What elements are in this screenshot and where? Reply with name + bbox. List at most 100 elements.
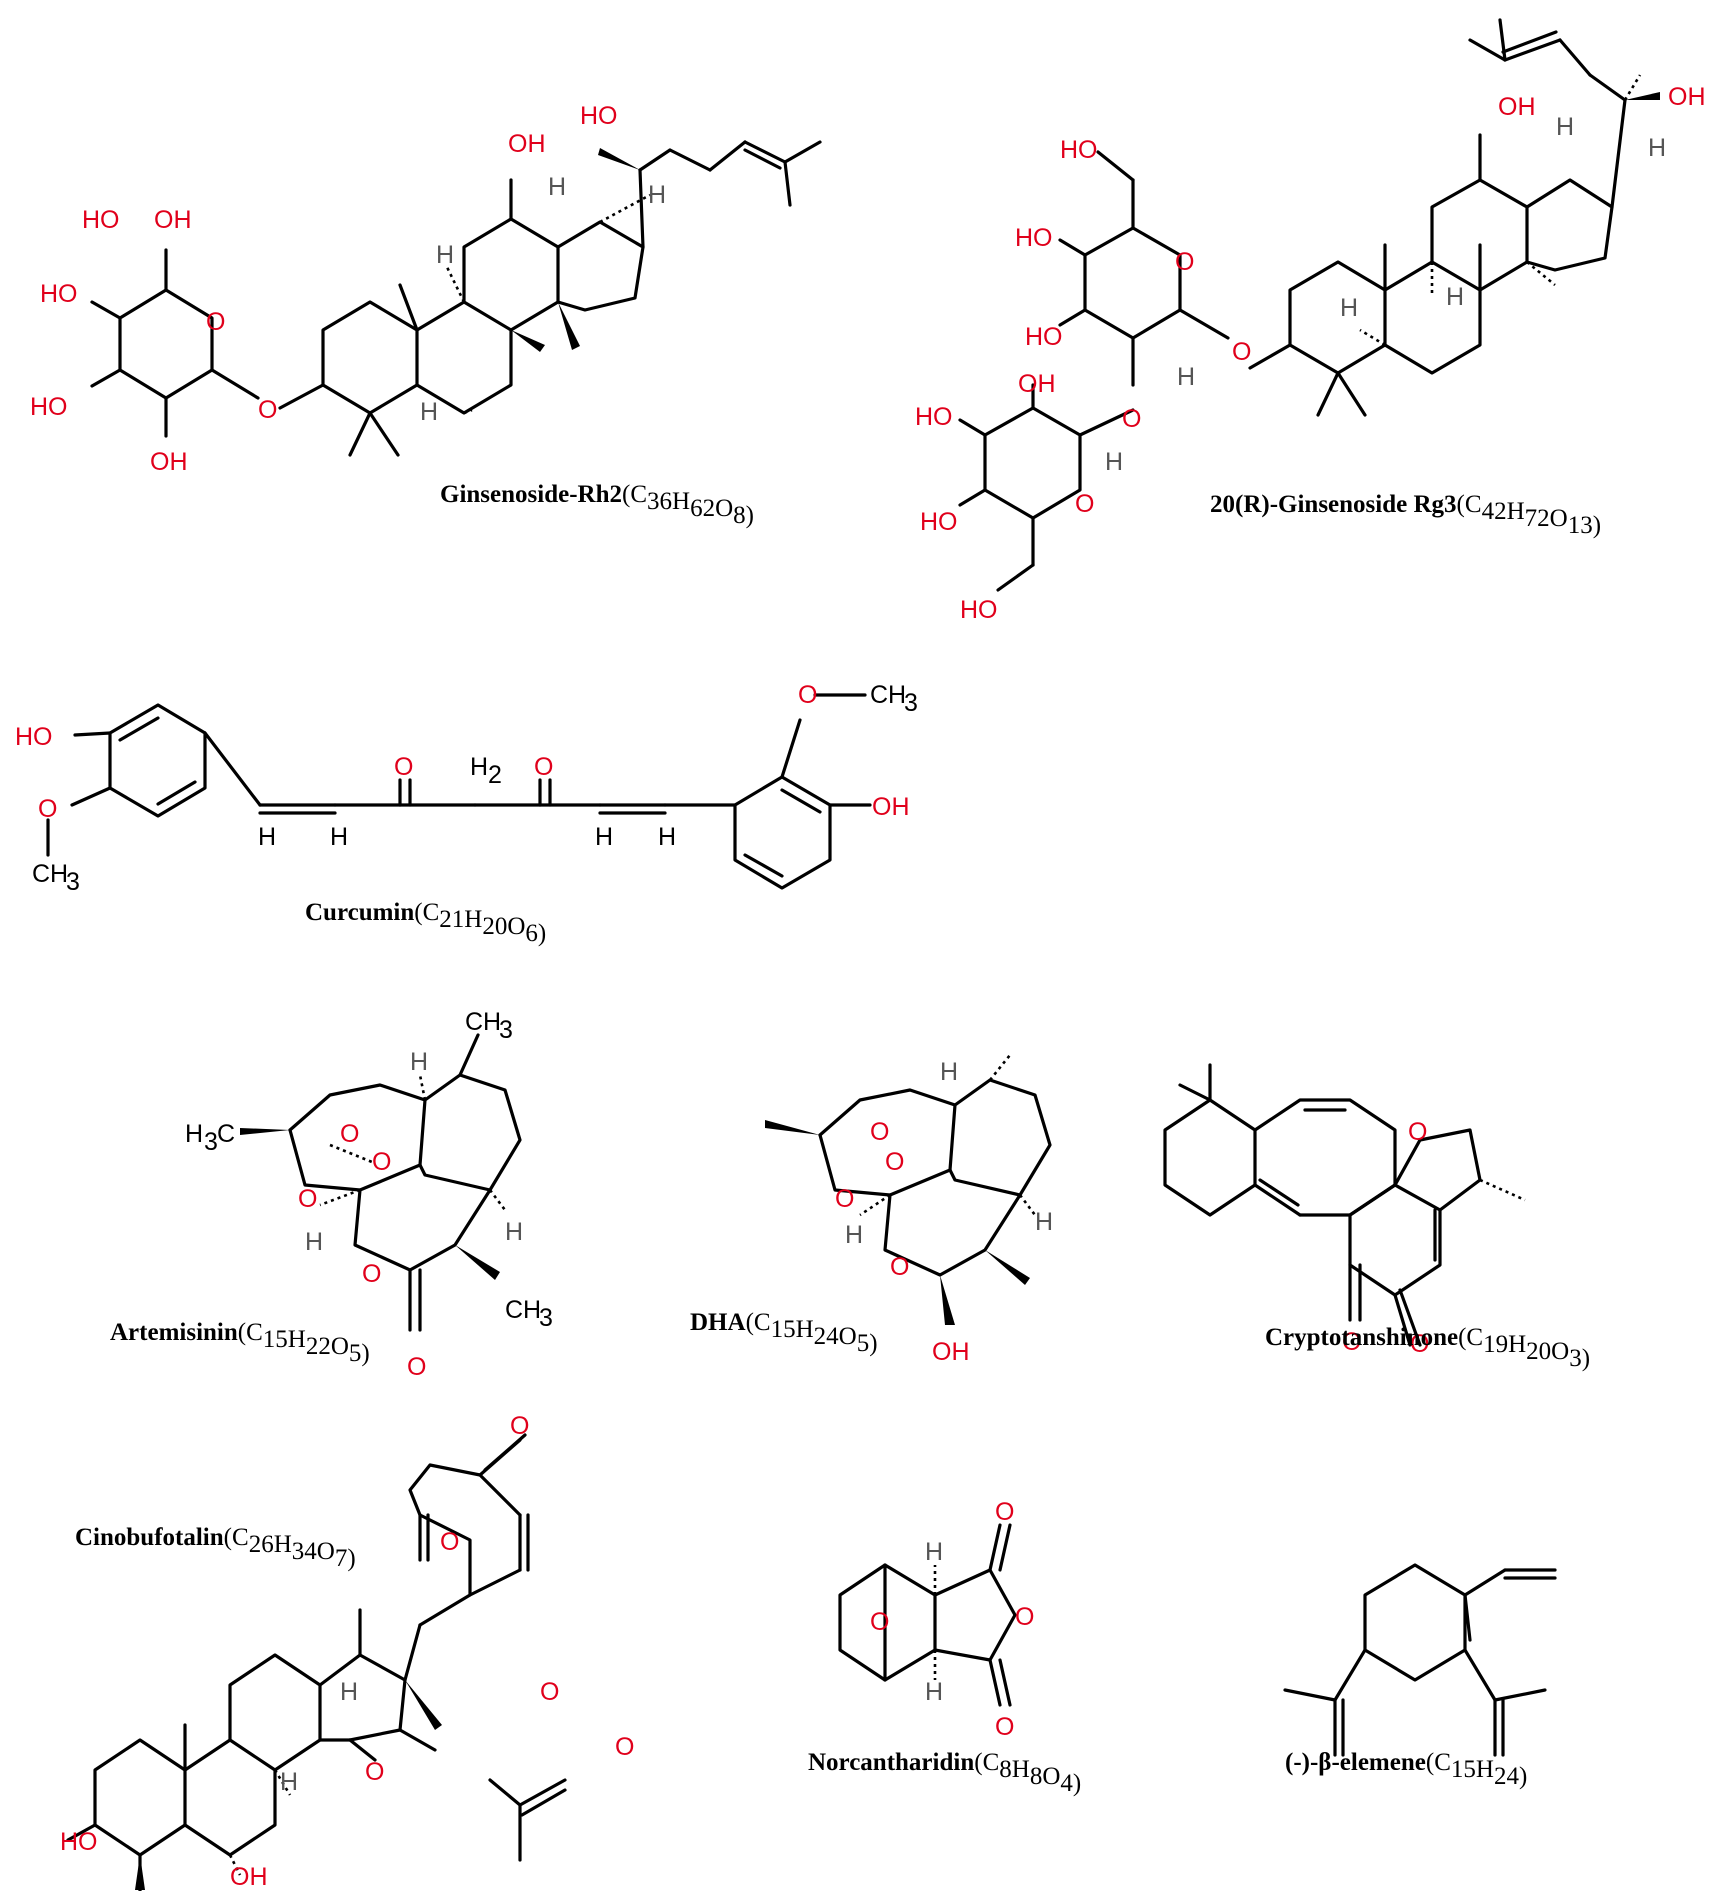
rg3-ho3-label: HO	[1025, 323, 1063, 351]
rh2-h4-label: H	[420, 398, 438, 426]
norc-formula-part: O	[1042, 1763, 1060, 1790]
artemisinin-structure	[240, 1033, 522, 1332]
curc-h2-label: H	[470, 753, 488, 781]
norcantharidin-structure	[838, 1523, 1017, 1707]
elem-formula-part: 24	[1494, 1763, 1520, 1790]
curcumin-structure	[46, 693, 872, 890]
norc-o4-label: O	[995, 1713, 1014, 1741]
cryp-formula-part: O	[1551, 1338, 1569, 1365]
dha-formula-part: H	[796, 1316, 814, 1343]
curc-oh-label: OH	[872, 793, 910, 821]
cino-formula-part: H	[274, 1531, 292, 1558]
rh2-formula-part: O	[715, 495, 733, 522]
art-h3-label: H	[505, 1218, 523, 1246]
rg3-ho5-label: HO	[920, 508, 958, 536]
rg3-ho-label: HO	[1060, 136, 1098, 164]
cryptotanshinone-structure	[1163, 1063, 1526, 1347]
art-h3c-c: C	[217, 1120, 235, 1148]
curc-formula-part: 6	[525, 920, 538, 947]
rg3-ring-o2-label: O	[1075, 490, 1094, 518]
rg3-ho2-label: HO	[1015, 224, 1053, 252]
cino-o2-label: O	[510, 1412, 529, 1440]
curc-h-d: H	[658, 823, 676, 851]
art-h2-label: H	[305, 1228, 323, 1256]
cryp-name-label: Cryptotanshinone(C19H20O3)	[1265, 1324, 1590, 1372]
art-ch3b-label: CH	[505, 1296, 541, 1324]
norc-formula-part: C	[983, 1749, 1000, 1776]
dha-o3-label: O	[835, 1185, 854, 1213]
cino-h2-label: H	[280, 1768, 298, 1796]
rh2-name-label: Ginsenoside-Rh2(C36H62O8)	[440, 481, 754, 529]
dha-formula-part: 24	[814, 1323, 840, 1350]
cino-formula-part: 34	[292, 1538, 318, 1565]
art-formula-part: C	[246, 1319, 263, 1346]
dha-oh-label: OH	[932, 1338, 970, 1366]
curc-o1-label: O	[38, 795, 57, 823]
rg3-oh2-label: OH	[1498, 93, 1536, 121]
art-h3c-sub: 3	[204, 1128, 218, 1156]
art-name-label: Artemisinin(C15H22O5)	[110, 1319, 370, 1367]
elem-formula-part: C	[1434, 1749, 1451, 1776]
cryp-formula-part: H	[1508, 1331, 1526, 1358]
rh2-formula-part: C	[630, 481, 647, 508]
rh2-compound-name: Ginsenoside-Rh2	[440, 481, 622, 508]
norc-formula-part: 8	[999, 1756, 1012, 1783]
rg3-compound-name: 20(R)-Ginsenoside Rg3	[1210, 491, 1457, 518]
elem-formula-part: H	[1476, 1756, 1494, 1783]
rh2-oh-label: OH	[154, 206, 192, 234]
rg3-h5-label: H	[1177, 363, 1195, 391]
curc-ch3-label: CH	[32, 860, 68, 888]
cino-o4-label: O	[540, 1678, 559, 1706]
norc-name-label: Norcantharidin(C8H8O4)	[808, 1749, 1081, 1797]
dha-formula-part: 5	[857, 1330, 870, 1357]
cino-oh-label: OH	[230, 1863, 268, 1891]
rg3-ring-o-label: O	[1175, 248, 1194, 276]
rh2-link-o-label: O	[258, 396, 277, 424]
art-h1-label: H	[410, 1048, 428, 1076]
cryp-formula-part: 19	[1483, 1331, 1508, 1358]
rh2-h1-label: H	[548, 173, 566, 201]
curc-ch3b-label: CH	[870, 681, 906, 709]
dha-name-label: DHA(C15H24O5)	[690, 1309, 878, 1357]
art-o2-label: O	[372, 1148, 391, 1176]
cino-o5-label: O	[615, 1733, 634, 1761]
dha-o4-label: O	[890, 1253, 909, 1281]
rg3-h6-label: H	[1105, 448, 1123, 476]
art-ch3b-sub: 3	[539, 1304, 553, 1332]
norc-o2-label: O	[1015, 1603, 1034, 1631]
art-o1-label: O	[340, 1120, 359, 1148]
curc-formula-part: 21	[439, 906, 464, 933]
cino-compound-name: Cinobufotalin	[75, 1524, 224, 1551]
dha-h1-label: H	[940, 1058, 958, 1086]
rh2-ho-label: HO	[82, 206, 120, 234]
rh2-oh2-label: OH	[150, 448, 188, 476]
cryp-formula-part: 3	[1569, 1345, 1582, 1372]
ginsenoside-rh2-structure	[90, 140, 822, 457]
rg3-formula-part: 72	[1525, 505, 1550, 532]
norc-compound-name: Norcantharidin	[808, 1749, 974, 1776]
art-compound-name: Artemisinin	[110, 1319, 238, 1346]
rg3-h2-label: H	[1648, 134, 1666, 162]
cryp-formula-part: 20	[1526, 1338, 1551, 1365]
norc-o3-label: O	[995, 1498, 1014, 1526]
art-o4-label: O	[362, 1260, 381, 1288]
rh2-ho3-label: HO	[30, 393, 68, 421]
norc-formula-part: 4	[1060, 1770, 1073, 1797]
curc-o2-label: O	[394, 753, 413, 781]
rg3-name-label: 20(R)-Ginsenoside Rg3(C42H72O13)	[1210, 491, 1601, 539]
rg3-ho6-label: HO	[960, 596, 998, 624]
cino-o3-label: O	[365, 1758, 384, 1786]
dha-o2-label: O	[885, 1148, 904, 1176]
rh2-formula-part: H	[672, 488, 690, 515]
art-ch3-label: CH	[465, 1008, 501, 1036]
cino-name-label: Cinobufotalin(C26H34O7)	[75, 1524, 356, 1572]
dha-h2-label: H	[845, 1221, 863, 1249]
curc-formula-part: H	[464, 906, 482, 933]
art-formula-part: H	[288, 1326, 306, 1353]
cino-formula-part: C	[232, 1524, 249, 1551]
rg3-formula-part: 13	[1568, 512, 1593, 539]
rg3-formula-part: 42	[1482, 498, 1507, 525]
rh2-formula-part: 36	[647, 488, 672, 515]
beta-elemene-structure	[1283, 1563, 1557, 1757]
